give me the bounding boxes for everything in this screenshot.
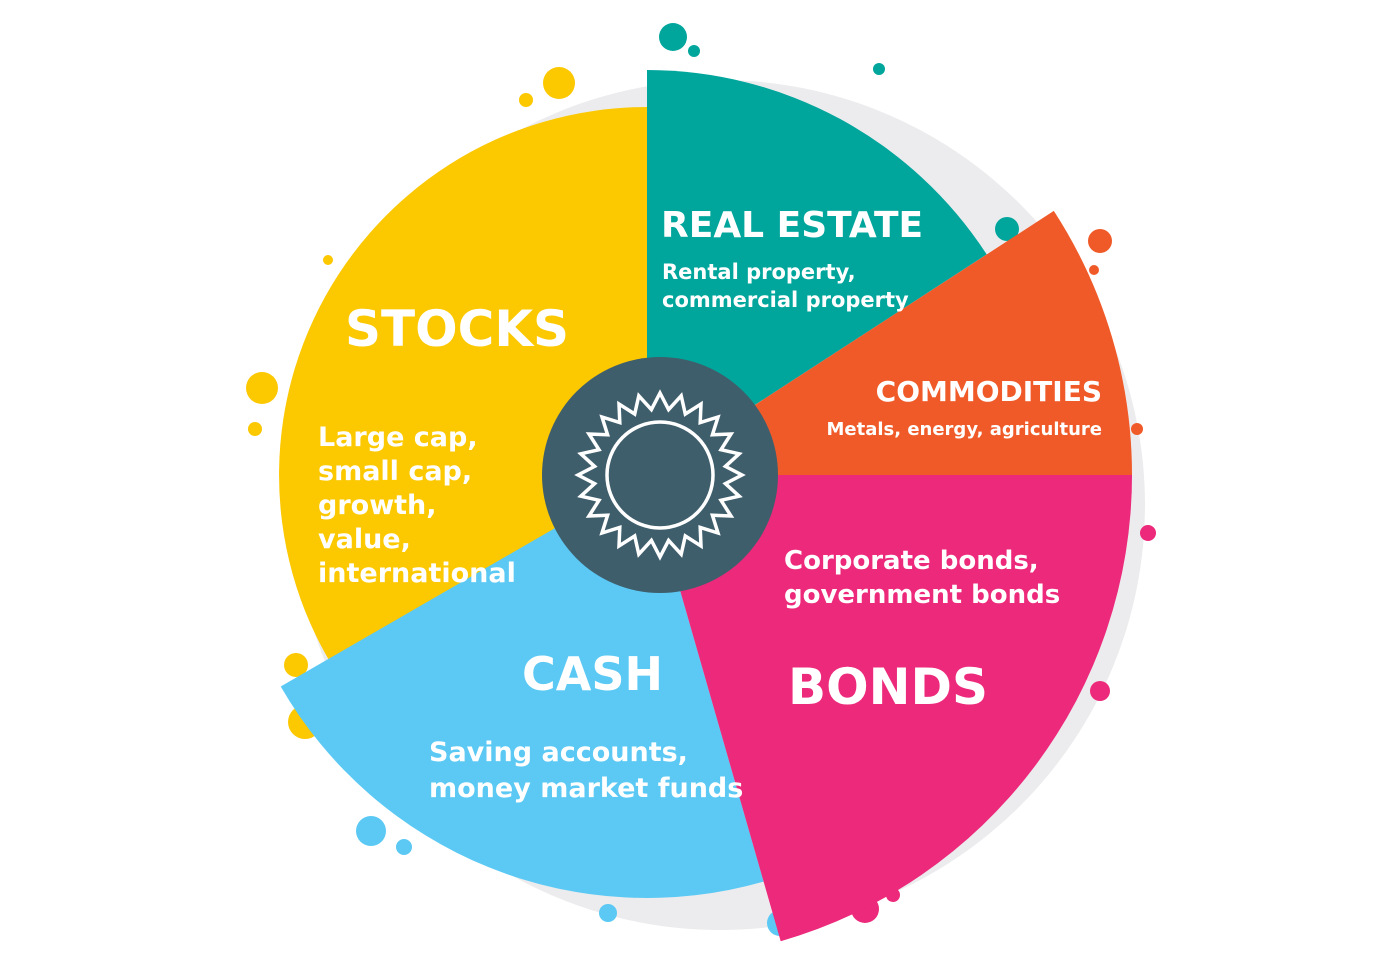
real-estate-line-1: Rental property, (662, 260, 856, 284)
stocks-title: STOCKS (345, 300, 569, 358)
dot (543, 67, 575, 99)
stocks-line-5: international (318, 558, 516, 589)
segment-real-estate (647, 70, 987, 475)
dot (356, 816, 386, 846)
dot (1140, 525, 1156, 541)
real-estate-line-2: commercial property (662, 288, 909, 312)
dot (519, 93, 533, 107)
real-estate-title: REAL ESTATE (661, 205, 923, 246)
cash-line-2: money market funds (429, 773, 743, 804)
stocks-line-4: value, (318, 524, 411, 555)
dot (323, 255, 333, 265)
dot (246, 372, 278, 404)
dot (995, 217, 1019, 241)
bonds-line-2: government bonds (784, 580, 1060, 610)
stocks-line-2: small cap, (318, 456, 472, 487)
bonds-line-1: Corporate bonds, (784, 546, 1039, 576)
cash-title: CASH (522, 647, 663, 701)
dot (1088, 229, 1112, 253)
stocks-line-1: Large cap, (318, 422, 478, 453)
dot (284, 653, 308, 677)
segment-commodities (647, 210, 1132, 475)
commodities-line-1: Metals, energy, agriculture (826, 419, 1102, 440)
sun-icon (574, 389, 746, 561)
dot (599, 904, 617, 922)
dot (248, 422, 262, 436)
commodities-title: COMMODITIES (876, 375, 1102, 408)
dot (873, 63, 885, 75)
dot (1090, 681, 1110, 701)
segment-stocks (279, 107, 647, 712)
dot (1089, 265, 1099, 275)
stocks-line-3: growth, (318, 490, 437, 521)
segment-bonds (647, 475, 1132, 942)
dot (1131, 423, 1143, 435)
bonds-title: BONDS (788, 658, 988, 716)
dot (659, 23, 687, 51)
dot (396, 839, 412, 855)
dot (688, 45, 700, 57)
cash-line-1: Saving accounts, (429, 737, 688, 768)
